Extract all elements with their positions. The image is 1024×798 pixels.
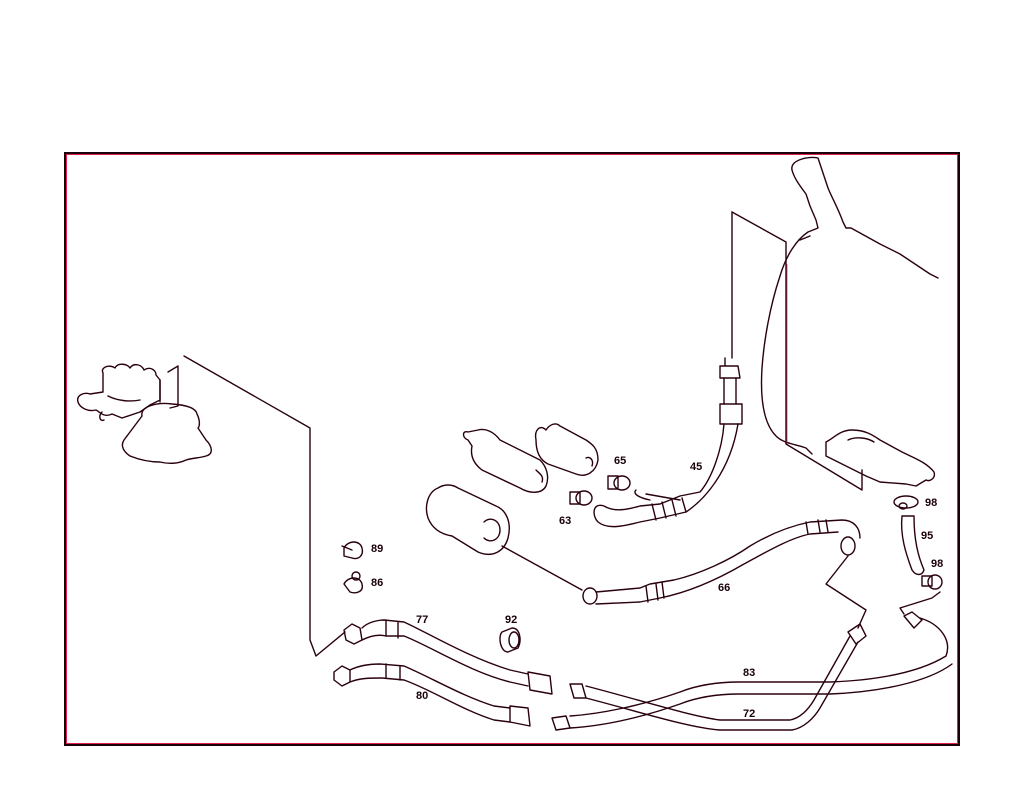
callout-65: 65: [614, 455, 627, 467]
callout-63: 63: [559, 515, 572, 527]
callout-45: 45: [690, 461, 703, 473]
callout-98-upper: 98: [925, 497, 938, 509]
callout-89: 89: [371, 543, 384, 555]
clip-89-drawing: [341, 541, 364, 560]
fuel-tank-drawing: [731, 156, 939, 491]
clamp-63-drawing: [569, 490, 593, 506]
fitting-92-drawing: [499, 627, 521, 653]
clip-86-drawing: [343, 571, 364, 594]
hose-95-drawing: [893, 495, 943, 615]
line-77-drawing: [343, 619, 553, 695]
callout-92: 92: [505, 614, 518, 626]
line-83-drawing: [551, 611, 953, 731]
prefilter-drawing: [462, 423, 599, 493]
injection-pump-drawing: [77, 355, 346, 657]
callout-95: 95: [921, 530, 934, 542]
callout-80: 80: [416, 690, 429, 702]
line-72-drawing: [569, 623, 867, 731]
callout-66: 66: [718, 582, 731, 594]
callout-86: 86: [371, 577, 384, 589]
callout-98-lower: 98: [931, 558, 944, 570]
fuel-filter-drawing: [425, 484, 583, 591]
diagram-frame: [64, 152, 960, 746]
line-80-drawing: [333, 663, 531, 727]
line-66-drawing: [582, 519, 867, 629]
hose-45-drawing: [593, 357, 743, 528]
clamp-65-drawing: [607, 475, 631, 491]
callout-72: 72: [743, 708, 756, 720]
callout-83: 83: [743, 667, 756, 679]
callout-77: 77: [416, 614, 429, 626]
